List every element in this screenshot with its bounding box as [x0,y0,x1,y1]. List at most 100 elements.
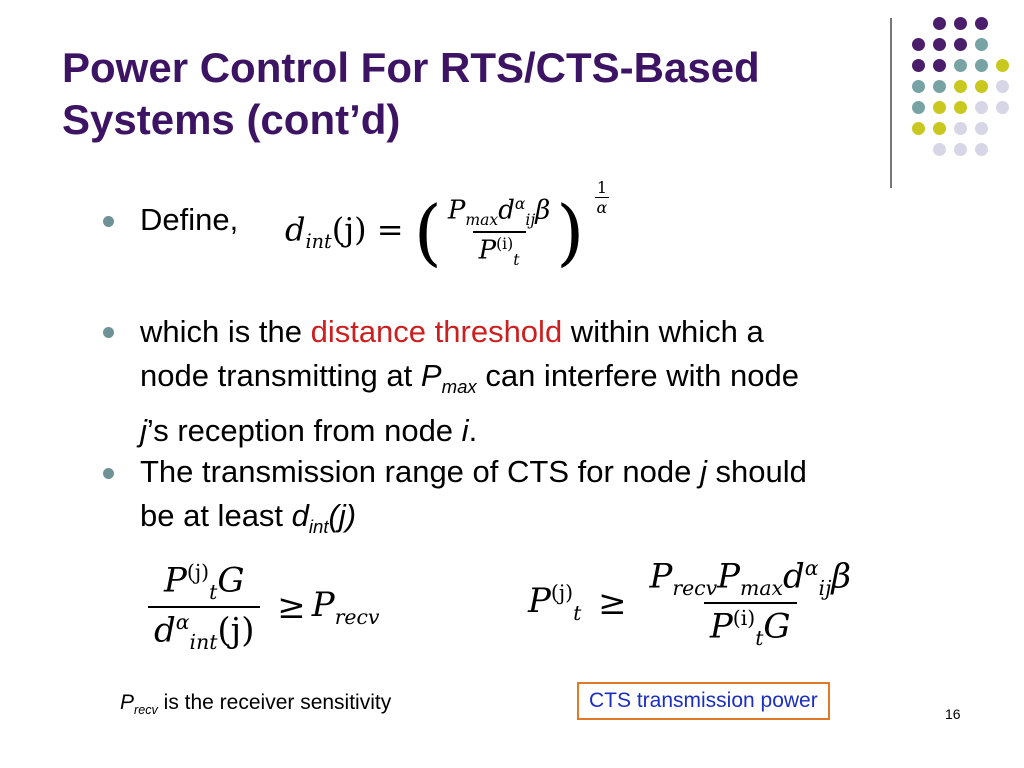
callout-cts-transmission-power: CTS transmission power [577,682,830,720]
decor-dot [975,143,988,156]
decor-dot [954,143,967,156]
eq-define-paren-open: ( [413,190,442,274]
b2-var-i: i [461,413,469,449]
footnote-receiver-sensitivity: Precv is the receiver sensitivity [120,690,391,723]
footnote-var-sub: recv [134,703,158,718]
eqL-den-arg: (j) [217,610,255,651]
b2-text-before: which is the [140,314,311,349]
eqR-num-P1: P [649,556,673,597]
equation-right-inequality: P(j)t ≥ PrecvPmaxdαijβ P(i)tG [528,556,857,650]
bullet-marker [103,216,114,227]
eq-define-exponent: 1 α [594,178,610,217]
eqR-num-beta: β [831,556,852,597]
decor-dot [954,59,967,72]
eq-define-lhs-arg: (j) = [331,210,404,249]
b3-var-d-sub: int [308,516,329,538]
decor-dot [912,80,925,93]
eqL-num-P: P [163,560,187,601]
b2-line2-before: node transmitting at [140,358,421,393]
eqL-den-sup: α [175,610,190,635]
decor-dot [975,38,988,51]
decor-dot [933,17,946,30]
eqL-rhs-P: P [311,585,335,626]
eqL-relation: ≥ [277,587,306,628]
title-line-1: Power Control For RTS/CTS-Based [62,44,760,91]
eqR-num-d-sup: α [804,556,819,580]
eqR-lhs-sup: (j) [550,581,574,606]
eq-define-paren-close: ) [556,190,585,274]
decor-dot [933,38,946,51]
eqL-rhs-sub: recv [334,605,380,630]
decor-dot [975,80,988,93]
eqR-num-P2-sub: max [740,576,783,601]
equation-define: dint(j) = ( Pmaxdαijβ P(i)t ) 1 α [285,178,610,274]
decor-dot [996,59,1009,72]
eqL-den-sub: int [189,630,218,655]
page-number: 16 [945,706,961,722]
bullet-distance-threshold: which is the distance threshold within w… [140,310,940,453]
eq-define-lhs: d [285,210,306,249]
b3-line1-before: The transmission range of CTS for node [140,454,700,489]
eq-right-fraction: PrecvPmaxdαijβ P(i)tG [643,556,857,650]
decor-dot [975,17,988,30]
decor-dot [912,38,925,51]
b2-var-P-sub: max [441,376,477,398]
eqR-num-d: d [783,556,805,597]
eq-den-P: P [478,235,497,266]
decor-dot [933,101,946,114]
decor-dot [954,17,967,30]
eq-exp-den: α [594,197,610,217]
decor-dot [996,80,1009,93]
eq-num-sub: max [465,211,499,229]
decor-dot [933,59,946,72]
b3-line1-after: should [706,454,807,489]
b2-line3-mid: ’s reception from node [146,413,462,449]
decor-dot [975,122,988,135]
bullet-marker [103,468,114,479]
eqR-lhs-P: P [528,581,551,622]
eqR-num-P2: P [717,556,740,597]
decor-dot [954,122,967,135]
bullet-define: Define, [140,202,239,237]
decor-dot [912,101,925,114]
b2-highlight: distance threshold [310,314,563,349]
b2-line2-after: can interfere with node [476,358,799,393]
b3-var-j: j [699,454,707,489]
eq-left-fraction: P(j)tG dαint(j) [148,560,261,655]
decor-dot [912,122,925,135]
b2-text-after: within which a [562,314,764,349]
decor-dot [954,80,967,93]
b3-line2-before: be at least [140,498,292,533]
eq-num-d-sup: α [514,195,526,214]
decor-dot [975,59,988,72]
eqR-lhs-sub: t [573,601,582,626]
eq-num-beta: β [535,195,551,226]
eqR-den-G: G [763,606,791,647]
bullet-marker [103,327,114,338]
b3-var-d: d [291,498,309,533]
bullet-cts-range: The transmission range of CTS for node j… [140,450,960,549]
decor-dot [996,101,1009,114]
eqR-num-P1-sub: recv [672,576,718,601]
equation-left-inequality: P(j)tG dαint(j) ≥Precv [148,560,379,654]
decor-dot [933,143,946,156]
title-line-2: Systems (cont’d) [62,96,401,143]
eq-num-P: P [447,195,466,226]
eq-define-fraction: Pmaxdαijβ P(i)t [442,195,556,269]
decor-dot [912,59,925,72]
eqR-num-d-sub: ij [818,576,832,601]
eq-exp-num: 1 [596,178,608,197]
eqL-den-d: d [154,610,176,651]
footnote-text: is the receiver sensitivity [157,691,392,714]
b2-var-j: j [140,413,147,449]
decor-dot [954,38,967,51]
decor-vertical-line [890,18,892,188]
eq-define-lhs-sub: int [305,229,332,253]
eqR-den-sub: t [755,626,764,651]
b3-var-d-arg: (j) [328,498,357,533]
b2-line3-end: . [468,413,478,449]
eq-den-sub: t [513,250,520,269]
eq-num-d-sub: ij [525,211,536,229]
eqL-num-G: G [217,560,245,601]
b2-var-P: P [420,358,442,393]
